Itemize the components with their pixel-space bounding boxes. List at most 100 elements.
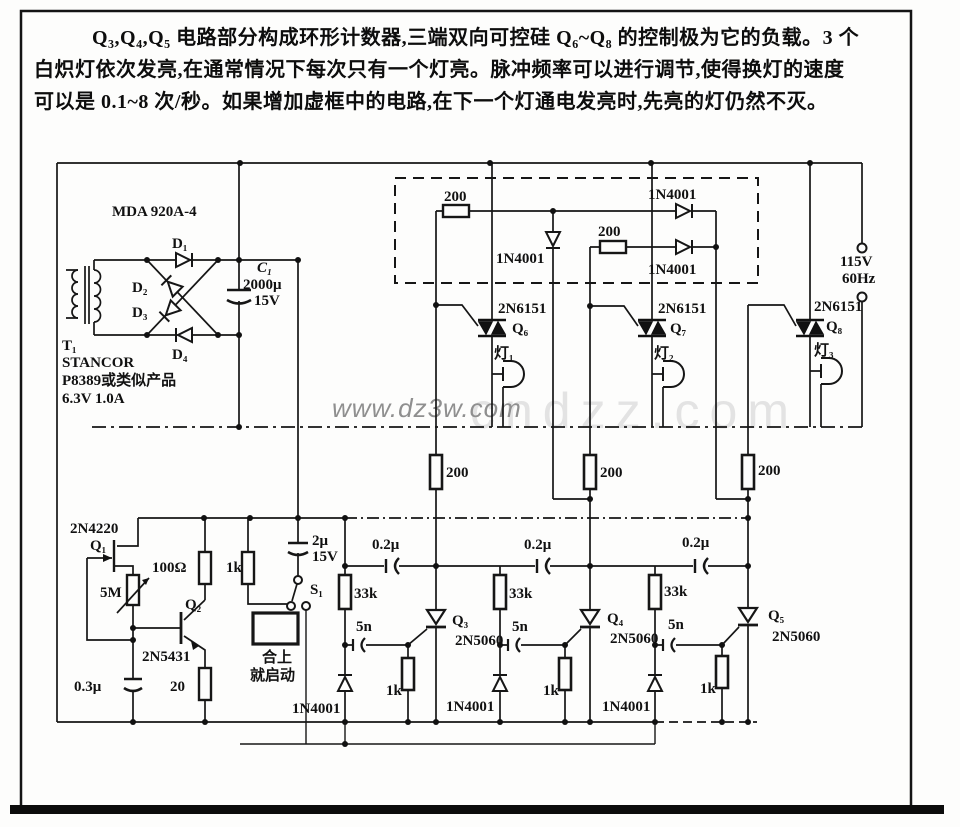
resistor-200-v3 xyxy=(740,453,756,491)
timing-resistors-33k xyxy=(337,573,663,611)
description-line-2: 白炽灯依次发亮,在通常情况下每次只有一个灯亮。脉冲频率可以进行调节,使得换灯的速… xyxy=(34,59,845,81)
label-bridge-model: MDA 920A-4 xyxy=(112,204,197,220)
diode-1n4001-top xyxy=(675,202,693,220)
label-r-drain: 100Ω xyxy=(152,560,187,576)
ac-terminal-top xyxy=(856,242,868,254)
lamp-3 xyxy=(820,357,843,385)
page-border xyxy=(10,9,944,814)
label-d2: D₂ xyxy=(132,280,148,296)
lamp-1 xyxy=(502,360,525,388)
clamp-diodes xyxy=(336,674,664,692)
label-pot: 5M xyxy=(100,585,122,601)
resistor-1k-supply xyxy=(240,550,256,586)
watermark-main: www.dz3w.com xyxy=(332,393,522,423)
label-q2-model: 2N5431 xyxy=(142,649,190,665)
label-c-couple-2: 0.2μ xyxy=(524,537,552,553)
triac-q8 xyxy=(795,318,825,338)
label-r-gate-1: 1k xyxy=(386,683,403,699)
label-box-r1: 200 xyxy=(444,189,467,205)
triac-q6 xyxy=(477,318,507,338)
resistor-33k-2 xyxy=(492,573,508,611)
label-lamp3: 灯₃ xyxy=(814,342,834,359)
junction-dots xyxy=(130,160,813,747)
label-s1: S₁ xyxy=(310,582,323,598)
label-q8-model: 2N6151 xyxy=(814,299,862,315)
diode-1n4001-c3 xyxy=(646,674,664,692)
label-q3-model: 2N5060 xyxy=(455,633,503,649)
label-start-note-2: 就启动 xyxy=(250,666,295,684)
label-r-top-1: 33k xyxy=(354,586,378,602)
label-d3: D₃ xyxy=(132,305,148,321)
triac-q7 xyxy=(637,318,667,338)
lamp-2 xyxy=(662,360,685,388)
label-c-start-v: 15V xyxy=(312,549,338,565)
oscillator-components xyxy=(103,541,311,702)
label-r-gate-3: 1k xyxy=(700,681,717,697)
description-line-3: 可以是 0.1~8 次/秒。如果增加虚框中的电路,在下一个灯通电发亮时,先亮的灯… xyxy=(34,91,828,113)
cap-5n-2 xyxy=(506,637,521,653)
label-r-top-2: 33k xyxy=(509,586,533,602)
label-q5-model: 2N5060 xyxy=(772,629,820,645)
label-q1-model: 2N4220 xyxy=(70,521,118,537)
cap-0p2u-1 xyxy=(384,557,400,575)
scr-q4 xyxy=(578,608,602,629)
cap-0p2u-2 xyxy=(535,557,551,575)
capacitor-c1 xyxy=(226,288,252,305)
label-d-cathode-1: 1N4001 xyxy=(292,701,340,717)
resistor-1k-g2 xyxy=(557,656,573,692)
label-c1-voltage: 15V xyxy=(254,293,280,309)
circuit-description: Q₃,Q₄,Q₅ 电路部分构成环形计数器,三端双向可控硅 Q₆~Q₈ 的控制极为… xyxy=(34,22,900,118)
diode-1n4001-mid xyxy=(544,231,562,249)
lamps xyxy=(502,357,843,388)
diode-d2 xyxy=(160,274,185,299)
coupling-caps xyxy=(384,557,709,575)
transformer-t1 xyxy=(71,266,102,324)
label-t1-note: P8389或类似产品 xyxy=(62,371,176,389)
label-t1-brand: STANCOR xyxy=(62,355,134,371)
gate-resistors-1k xyxy=(400,654,730,692)
page-bottom-bar xyxy=(10,805,944,814)
label-c-gate-3: 5n xyxy=(668,617,685,633)
label-c-gate-1: 5n xyxy=(356,619,373,635)
resistor-1k-g1 xyxy=(400,656,416,692)
resistor-200-a xyxy=(441,203,471,219)
q2-emitter-arrow xyxy=(191,641,199,650)
scr-q3 xyxy=(424,608,448,629)
pot-arrow xyxy=(116,577,150,614)
label-d-cathode-3: 1N4001 xyxy=(602,699,650,715)
label-ac-voltage: 115V xyxy=(840,254,873,270)
label-box-d-mid: 1N4001 xyxy=(496,251,544,267)
label-box-d-top: 1N4001 xyxy=(648,187,696,203)
resistor-200-v1 xyxy=(428,453,444,491)
resistor-200-v2 xyxy=(582,453,598,491)
cap-0p2u-3 xyxy=(693,557,709,575)
label-c-couple-3: 0.2μ xyxy=(682,535,710,551)
dashed-option-box xyxy=(394,177,759,284)
label-q3: Q₃ xyxy=(452,613,469,629)
scr-thyristors xyxy=(424,606,760,629)
label-lamp1: 灯₁ xyxy=(494,345,514,362)
label-t1-ref: T₁ xyxy=(62,338,77,354)
cap-5n-3 xyxy=(661,637,676,653)
label-d1: D₁ xyxy=(172,236,187,252)
ac-terminal-bottom xyxy=(856,291,868,303)
label-box-r2: 200 xyxy=(598,224,621,240)
diode-d3 xyxy=(158,298,183,323)
label-r200-v3: 200 xyxy=(758,463,781,479)
label-q8: Q₈ xyxy=(826,319,843,335)
diode-d1 xyxy=(175,251,193,269)
label-c1-ref: C₁ xyxy=(257,260,272,276)
label-r-top-3: 33k xyxy=(664,584,688,600)
diode-d4 xyxy=(175,326,193,344)
scr-q5 xyxy=(736,606,760,627)
label-c-couple-1: 0.2μ xyxy=(372,537,400,553)
triacs xyxy=(477,318,825,338)
label-lamp2: 灯₂ xyxy=(654,345,674,362)
diode-1n4001-bottom xyxy=(675,238,693,256)
label-start-note-1: 合上 xyxy=(261,648,292,666)
label-q1: Q₁ xyxy=(90,538,106,554)
bridge-rectifier xyxy=(158,251,193,344)
description-line-1: Q₃,Q₄,Q₅ 电路部分构成环形计数器,三端双向可控硅 Q₆~Q₈ 的控制极为… xyxy=(92,27,860,49)
